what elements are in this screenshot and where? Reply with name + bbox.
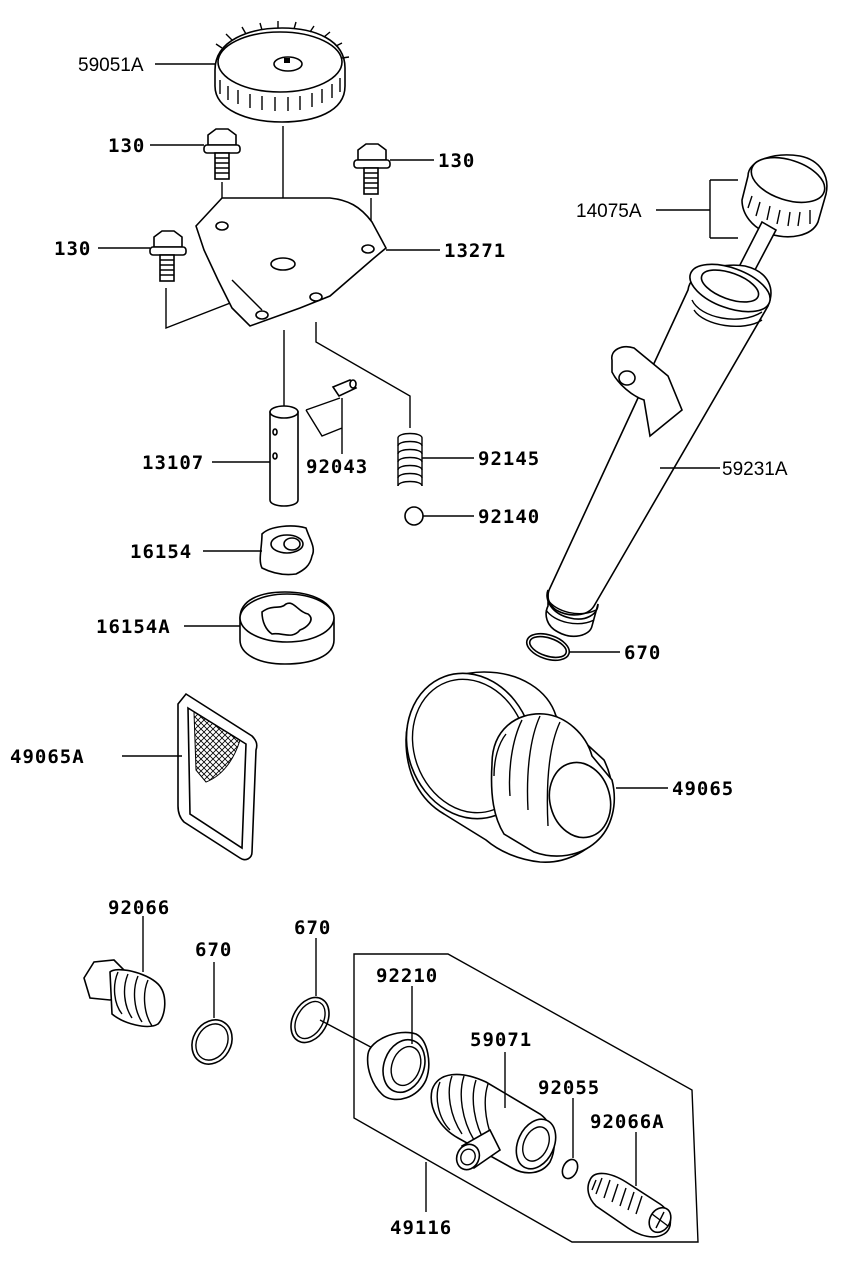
nut bbox=[366, 1031, 430, 1101]
small-o-ring bbox=[561, 1158, 579, 1180]
label-tube: 59231A bbox=[722, 459, 788, 480]
label-filter: 49065 bbox=[672, 778, 734, 800]
pin bbox=[331, 379, 358, 398]
ball bbox=[404, 506, 424, 526]
label-oring-plug: 670 bbox=[195, 939, 232, 961]
o-ring-tube bbox=[525, 632, 571, 662]
small-plug bbox=[587, 1172, 672, 1238]
bolt-top-right bbox=[353, 143, 391, 195]
outer-rotor bbox=[239, 591, 335, 665]
label-fitting: 59071 bbox=[470, 1029, 532, 1051]
label-assembly: 49116 bbox=[390, 1217, 452, 1239]
drain-plug bbox=[83, 959, 166, 1028]
label-pin: 92043 bbox=[306, 456, 368, 478]
label-spring: 92145 bbox=[478, 448, 540, 470]
bolt-top-left bbox=[203, 128, 241, 180]
o-ring-fitting bbox=[290, 996, 330, 1044]
bolt-left bbox=[149, 230, 187, 282]
label-bolt-top-left: 130 bbox=[108, 135, 145, 157]
label-gear: 59051A bbox=[78, 55, 144, 76]
oil-filter bbox=[405, 671, 616, 863]
label-oring-fitting: 670 bbox=[294, 917, 331, 939]
label-bolt-top-right: 130 bbox=[438, 150, 475, 172]
label-ball: 92140 bbox=[478, 506, 540, 528]
label-shaft: 13107 bbox=[142, 452, 204, 474]
label-oring-tube: 670 bbox=[624, 642, 661, 664]
gear-part bbox=[214, 21, 350, 123]
label-strainer: 49065A bbox=[10, 746, 85, 768]
label-dipstick: 14075A bbox=[576, 201, 642, 222]
assembly-outline bbox=[353, 953, 699, 1243]
shaft bbox=[269, 405, 299, 507]
fitting bbox=[430, 1073, 557, 1174]
o-ring-plug bbox=[191, 1019, 233, 1065]
label-bolt-left: 130 bbox=[54, 238, 91, 260]
label-plate: 13271 bbox=[444, 240, 506, 262]
spring bbox=[397, 432, 423, 487]
label-small-oring: 92055 bbox=[538, 1077, 600, 1099]
inner-rotor bbox=[259, 525, 315, 576]
label-outer-rotor: 16154A bbox=[96, 616, 171, 638]
label-nut: 92210 bbox=[376, 965, 438, 987]
label-inner-rotor: 16154 bbox=[130, 541, 192, 563]
strainer bbox=[177, 692, 258, 861]
label-drain-plug: 92066 bbox=[108, 897, 170, 919]
filler-tube bbox=[545, 263, 772, 638]
label-small-plug: 92066A bbox=[590, 1111, 665, 1133]
cover-plate bbox=[195, 197, 388, 327]
